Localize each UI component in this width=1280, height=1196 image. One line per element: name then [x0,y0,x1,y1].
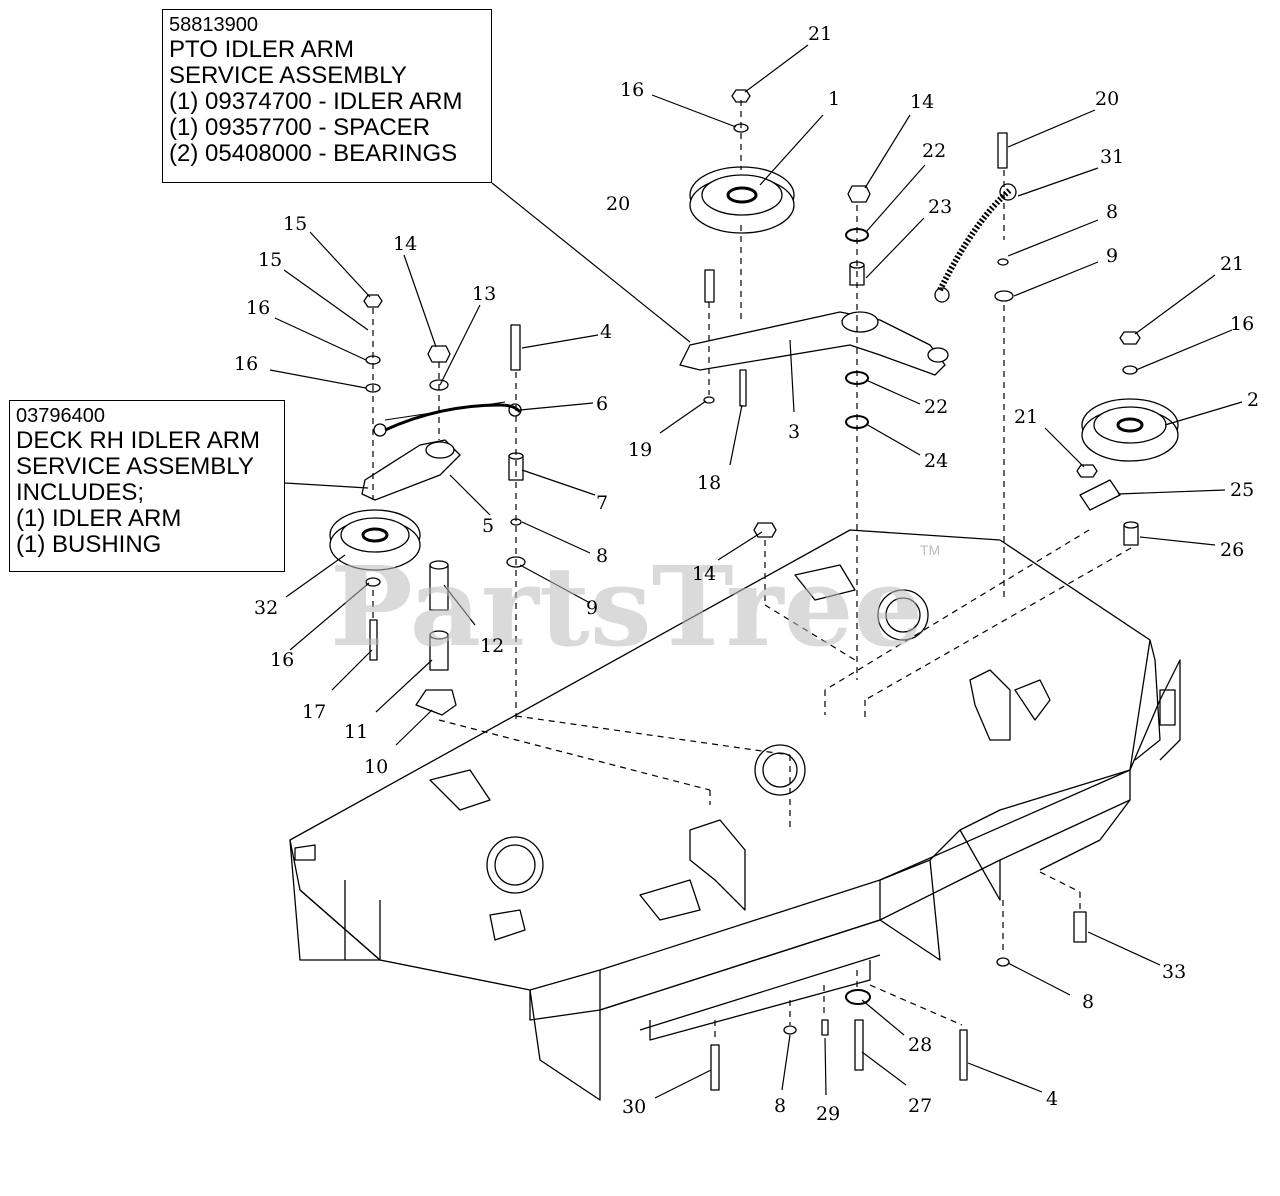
callout-line: (1) 09374700 - IDLER ARM [169,88,463,115]
part-label-20: 20 [606,193,630,215]
part-label-16: 16 [270,649,294,671]
pulley-1 [689,166,795,234]
idler-arm-5 [361,439,461,501]
part-label-12: 12 [480,635,504,657]
part-label-13: 13 [472,283,496,305]
part-labels: 21 16 1 14 22 23 20 20 31 8 9 21 16 2 15… [234,23,1259,1125]
part-label-5: 5 [482,515,494,537]
callout-pto-idler-arm: 58813900 PTO IDLER ARM SERVICE ASSEMBLY … [162,9,492,183]
callout-line: DECK RH IDLER ARM [16,427,261,454]
callout-line: SERVICE ASSEMBLY [16,453,254,480]
part-label-21: 21 [1220,253,1244,275]
part-label-17: 17 [302,701,326,723]
part-label-4: 4 [600,321,612,343]
leader-lines [269,44,1243,1099]
part-label-14: 14 [910,91,934,113]
part-label-22: 22 [922,140,946,162]
spring-6 [373,401,522,437]
part-label-14: 14 [692,563,716,585]
part-label-16: 16 [1230,313,1254,335]
part-label-33: 33 [1162,961,1186,983]
spacer-12 [429,560,449,611]
part-label-25: 25 [1230,479,1254,501]
part-label-2: 2 [1247,389,1259,411]
part-label-19: 19 [628,439,652,461]
part-label-30: 30 [622,1096,646,1118]
bushing-26 [1123,521,1139,546]
part-label-16: 16 [234,353,258,375]
part-label-8: 8 [1106,201,1118,223]
part-label-18: 18 [697,472,721,494]
callout-line: PTO IDLER ARM [169,36,354,63]
spring-31 [934,183,1017,303]
part-label-14: 14 [393,233,417,255]
part-label-29: 29 [816,1103,840,1125]
bolts [363,89,1141,1091]
part-label-6: 6 [596,393,608,415]
mower-deck [289,529,1181,1101]
washers [365,123,1138,1035]
part-label-26: 26 [1220,539,1244,561]
part-label-8: 8 [1082,991,1094,1013]
pulley-2 [1081,398,1179,462]
part-label-9: 9 [586,597,598,619]
callout-line: (1) 09357700 - SPACER [169,114,431,141]
callout-line: (1) IDLER ARM [16,505,182,532]
part-label-10: 10 [364,756,388,778]
callout-line: (2) 05408000 - BEARINGS [169,140,458,167]
part-label-16: 16 [246,297,270,319]
callout-deck-rh-idler-arm: 03796400 DECK RH IDLER ARM SERVICE ASSEM… [9,400,285,572]
watermark-tm: TM [920,542,940,558]
part-label-4: 4 [1046,1088,1058,1110]
part-label-21: 21 [808,23,832,45]
part-label-11: 11 [344,721,368,743]
part-label-21: 21 [1014,406,1038,428]
part-label-22: 22 [924,396,948,418]
part-label-3: 3 [788,421,800,443]
part-label-8: 8 [774,1095,786,1117]
part-label-16: 16 [620,79,644,101]
callout-part-number: 03796400 [16,405,105,427]
part-label-23: 23 [928,196,952,218]
assembly-lines [372,100,1132,1040]
part-label-20: 20 [1095,88,1119,110]
part-label-27: 27 [908,1095,932,1117]
part-label-15: 15 [258,249,282,271]
part-label-15: 15 [283,213,307,235]
callout-part-number: 58813900 [169,14,258,36]
part-label-24: 24 [924,450,948,472]
part-label-32: 32 [254,597,278,619]
callout-line: SERVICE ASSEMBLY [169,62,407,89]
callout-line: (1) BUSHING [16,531,162,558]
pulley-32 [329,509,421,571]
idler-arm-3 [679,311,949,376]
spacer-11 [429,630,449,671]
part-label-31: 31 [1100,146,1124,168]
part-label-1: 1 [828,88,840,110]
part-label-9: 9 [1106,245,1118,267]
part-label-28: 28 [908,1034,932,1056]
watermark-text: PartsTree [330,542,924,671]
part-label-7: 7 [596,492,608,514]
callout-line: INCLUDES; [16,479,145,506]
part-label-8: 8 [596,545,608,567]
